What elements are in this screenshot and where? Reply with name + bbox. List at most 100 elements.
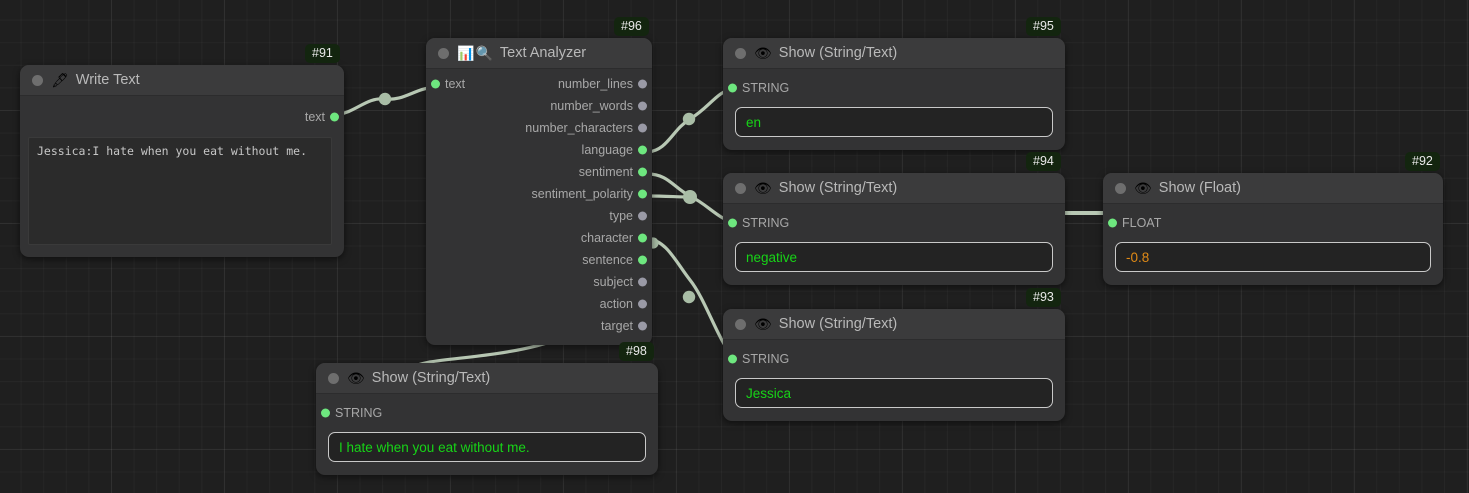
port-dot-string-in[interactable] xyxy=(728,218,737,228)
port-dot-language[interactable] xyxy=(638,145,647,155)
port-label: FLOAT xyxy=(1122,216,1162,230)
output-port-text[interactable]: text xyxy=(20,106,344,128)
port-dot-subject[interactable] xyxy=(638,277,647,287)
port-dot-target[interactable] xyxy=(638,321,647,331)
node-id-badge: #95 xyxy=(1026,17,1061,37)
port-dot-string-in[interactable] xyxy=(728,354,737,364)
port-label: type xyxy=(609,209,633,223)
port-dot-number-words[interactable] xyxy=(638,101,647,111)
node-header[interactable]: 👁 Show (String/Text) xyxy=(723,309,1065,340)
eye-icon: 👁 xyxy=(1134,180,1152,196)
port-dot-sentence[interactable] xyxy=(638,255,647,265)
node-id-badge: #91 xyxy=(305,44,340,64)
port-label: text xyxy=(445,77,466,91)
value-display-box[interactable]: Jessica xyxy=(735,378,1053,408)
node-header[interactable]: 🖋 Write Text xyxy=(20,65,344,96)
collapse-toggle-icon[interactable] xyxy=(735,182,746,194)
output-port-number-words[interactable]: number_words xyxy=(426,95,652,117)
value-text: negative xyxy=(746,249,798,265)
input-port-text[interactable]: text xyxy=(426,73,652,95)
output-port-sentiment[interactable]: sentiment xyxy=(426,161,652,183)
fountain-pen-icon: 🖋 xyxy=(51,72,69,88)
port-label: sentiment xyxy=(578,165,633,179)
eye-icon: 👁 xyxy=(754,180,772,196)
port-dot-text-in[interactable] xyxy=(431,79,440,89)
output-port-type[interactable]: type xyxy=(426,205,652,227)
input-port-string[interactable]: STRING xyxy=(723,348,1065,370)
output-port-subject[interactable]: subject xyxy=(426,271,652,293)
input-port-string[interactable]: STRING xyxy=(723,77,1065,99)
port-dot-float-in[interactable] xyxy=(1108,218,1117,228)
port-dot-action[interactable] xyxy=(638,299,647,309)
port-label: text xyxy=(304,110,325,124)
output-port-action[interactable]: action xyxy=(426,293,652,315)
write-text-textarea[interactable]: Jessica:I hate when you eat without me. xyxy=(28,137,332,245)
output-port-character[interactable]: character xyxy=(426,227,652,249)
node-show-string-en[interactable]: 👁 Show (String/Text) STRING en xyxy=(723,38,1065,150)
port-label: subject xyxy=(593,275,633,289)
port-label: sentiment_polarity xyxy=(531,187,633,201)
bar-chart-icon: 📊 xyxy=(457,45,474,61)
collapse-toggle-icon[interactable] xyxy=(32,74,43,86)
port-label: sentence xyxy=(582,253,633,267)
collapse-toggle-icon[interactable] xyxy=(438,47,449,59)
collapse-toggle-icon[interactable] xyxy=(735,47,746,59)
eye-icon: 👁 xyxy=(754,316,772,332)
eye-icon: 👁 xyxy=(754,45,772,61)
input-port-string[interactable]: STRING xyxy=(316,402,658,424)
node-header[interactable]: 👁 Show (String/Text) xyxy=(316,363,658,394)
output-port-sentence[interactable]: sentence xyxy=(426,249,652,271)
port-dot-character[interactable] xyxy=(638,233,647,243)
value-display-box[interactable]: negative xyxy=(735,242,1053,272)
value-display-box[interactable]: -0.8 xyxy=(1115,242,1431,272)
value-text: -0.8 xyxy=(1126,249,1150,265)
node-title: Show (Float) xyxy=(1158,180,1241,196)
node-show-string-sentence[interactable]: 👁 Show (String/Text) STRING I hate when … xyxy=(316,363,658,475)
node-id-badge: #93 xyxy=(1026,288,1061,308)
port-label: STRING xyxy=(742,216,790,230)
node-show-string-jessica[interactable]: 👁 Show (String/Text) STRING Jessica xyxy=(723,309,1065,421)
wire-language-to-show95 xyxy=(646,86,736,154)
node-body: text number_lines number_words number_ch… xyxy=(426,69,652,345)
node-text-analyzer[interactable]: 📊 🔍 Text Analyzer text number_lines numb… xyxy=(426,38,652,345)
port-label: action xyxy=(599,297,633,311)
node-header[interactable]: 👁 Show (String/Text) xyxy=(723,173,1065,204)
node-write-text[interactable]: 🖋 Write Text text Jessica:I hate when yo… xyxy=(20,65,344,257)
port-dot-number-characters[interactable] xyxy=(638,123,647,133)
port-dot-text-out[interactable] xyxy=(330,112,339,122)
wire-character-to-show93 xyxy=(646,237,736,360)
collapse-toggle-icon[interactable] xyxy=(328,372,339,384)
node-title: Show (String/Text) xyxy=(778,316,898,332)
input-port-float[interactable]: FLOAT xyxy=(1103,212,1443,234)
value-display-box[interactable]: en xyxy=(735,107,1053,137)
wire-polarity-segment-a xyxy=(646,194,693,199)
port-label: target xyxy=(601,319,633,333)
node-show-float[interactable]: 👁 Show (Float) FLOAT -0.8 xyxy=(1103,173,1443,285)
node-body: STRING en xyxy=(723,77,1065,137)
collapse-toggle-icon[interactable] xyxy=(735,318,746,330)
node-id-badge: #94 xyxy=(1026,152,1061,172)
node-header[interactable]: 👁 Show (String/Text) xyxy=(723,38,1065,69)
port-label: language xyxy=(581,143,633,157)
port-dot-type[interactable] xyxy=(638,211,647,221)
output-port-target[interactable]: target xyxy=(426,315,652,337)
node-show-string-negative[interactable]: 👁 Show (String/Text) STRING negative xyxy=(723,173,1065,285)
port-dot-number-lines[interactable] xyxy=(638,79,647,89)
output-port-number-characters[interactable]: number_characters xyxy=(426,117,652,139)
port-dot-string-in[interactable] xyxy=(321,408,330,418)
input-port-string[interactable]: STRING xyxy=(723,212,1065,234)
port-dot-sentiment-polarity[interactable] xyxy=(638,189,647,199)
node-body: STRING negative xyxy=(723,212,1065,272)
node-header[interactable]: 📊 🔍 Text Analyzer xyxy=(426,38,652,69)
output-port-number-lines[interactable]: number_lines xyxy=(426,73,652,95)
output-port-language[interactable]: language xyxy=(426,139,652,161)
node-header[interactable]: 👁 Show (Float) xyxy=(1103,173,1443,204)
port-dot-sentiment[interactable] xyxy=(638,167,647,177)
node-id-badge: #96 xyxy=(614,17,649,37)
output-port-sentiment-polarity[interactable]: sentiment_polarity xyxy=(426,183,652,205)
value-display-box[interactable]: I hate when you eat without me. xyxy=(328,432,646,462)
value-text: Jessica xyxy=(746,385,792,401)
collapse-toggle-icon[interactable] xyxy=(1115,182,1126,194)
port-dot-string-in[interactable] xyxy=(728,83,737,93)
